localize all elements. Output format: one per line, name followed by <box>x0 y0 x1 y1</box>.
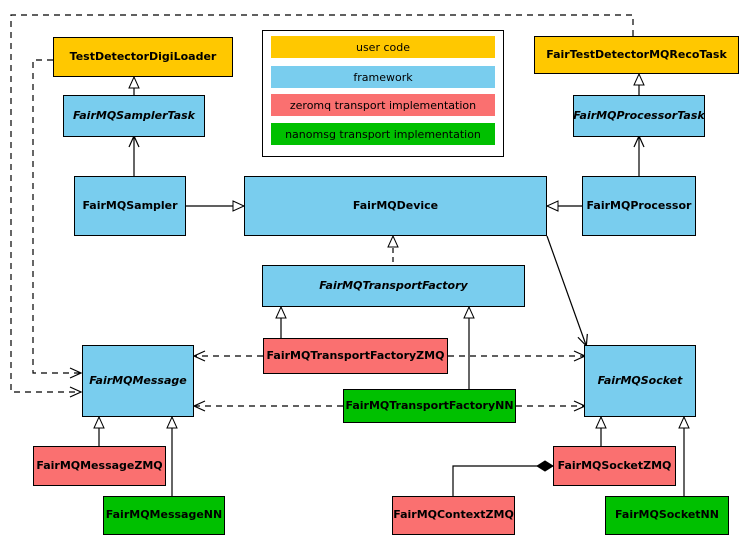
class-box-fairmqsamplertask[interactable]: FairMQSamplerTask <box>63 95 205 137</box>
edge-digiloader-message <box>32 59 83 379</box>
edge-recotask-message <box>10 14 634 398</box>
class-box-fairmqsocketnn[interactable]: FairMQSocketNN <box>605 496 729 535</box>
class-box-fairmqprocessortask[interactable]: FairMQProcessorTask <box>573 95 705 137</box>
class-box-fairmqsampler[interactable]: FairMQSampler <box>74 176 186 236</box>
legend-item-nanomsg: nanomsg transport implementation <box>271 123 495 145</box>
class-box-fairmqmessagezmq[interactable]: FairMQMessageZMQ <box>33 446 166 486</box>
class-box-fairtestdetectormqrecotask[interactable]: FairTestDetectorMQRecoTask <box>534 36 739 74</box>
class-box-fairmqtransportfactory[interactable]: FairMQTransportFactory <box>262 265 525 307</box>
legend-item-user-code: user code <box>271 36 495 58</box>
class-box-fairmqprocessor[interactable]: FairMQProcessor <box>582 176 696 236</box>
class-box-fairmqtransportfactorynn[interactable]: FairMQTransportFactoryNN <box>343 389 516 423</box>
class-box-testdetectordigiloader[interactable]: TestDetectorDigiLoader <box>53 37 233 77</box>
legend-item-framework: framework <box>271 66 495 88</box>
class-box-fairmqdevice[interactable]: FairMQDevice <box>244 176 547 236</box>
class-box-fairmqsocket[interactable]: FairMQSocket <box>584 345 696 417</box>
edge-contextzmq-socketzmq <box>452 460 554 496</box>
class-box-fairmqmessagenn[interactable]: FairMQMessageNN <box>103 496 225 535</box>
class-box-fairmqmessage[interactable]: FairMQMessage <box>82 345 194 417</box>
edge-device-socket <box>546 235 588 348</box>
legend-item-zeromq: zeromq transport implementation <box>271 94 495 116</box>
class-box-fairmqtransportfactoryzmq[interactable]: FairMQTransportFactoryZMQ <box>263 338 448 374</box>
class-box-fairmqcontextzmq[interactable]: FairMQContextZMQ <box>392 496 515 535</box>
class-box-fairmqsocketzmq[interactable]: FairMQSocketZMQ <box>553 446 676 486</box>
